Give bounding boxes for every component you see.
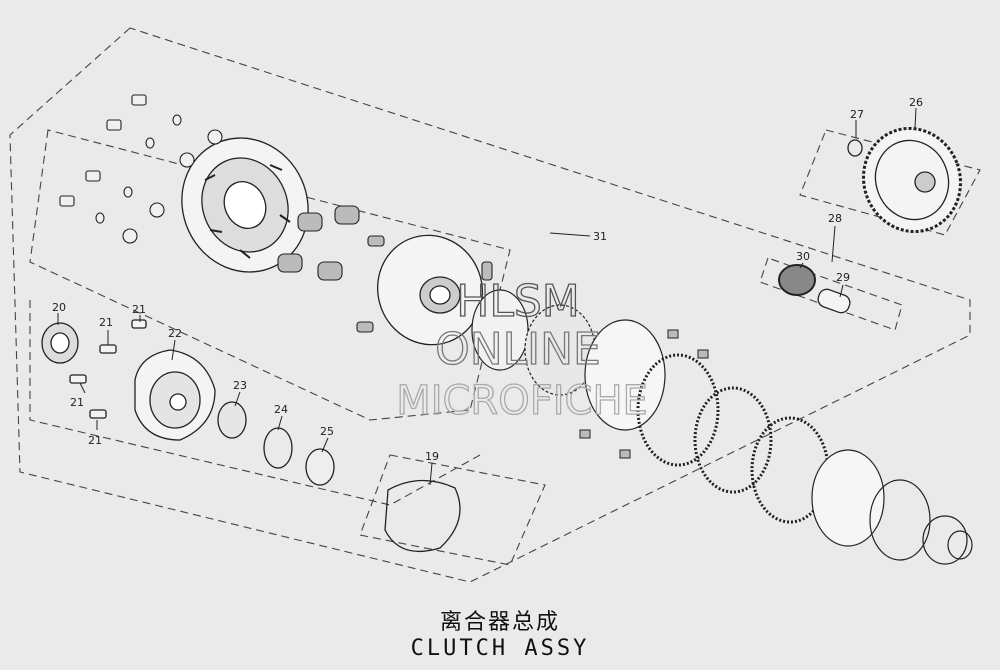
watermark-line-3: MICROFICHE — [396, 378, 648, 424]
title-chinese: 离合器总成 — [439, 610, 560, 635]
callout-22: 22 — [168, 327, 182, 340]
callout-27: 27 — [850, 108, 864, 121]
callout-21c: 21 — [70, 396, 84, 409]
callout-19: 19 — [425, 450, 439, 463]
outline-clutch-housing — [29, 129, 511, 421]
bolts-and-washers — [59, 94, 223, 244]
cover-plate — [41, 319, 216, 441]
outline-bushing-group — [759, 257, 903, 331]
outline-cover-group — [29, 300, 481, 506]
callout-30: 30 — [796, 250, 810, 263]
callout-labels: 19 20 21 21 21 21 22 23 24 25 26 27 28 2… — [52, 96, 923, 463]
watermark-line-2: ONLINE — [435, 324, 601, 375]
watermark-line-1: HLSM — [456, 276, 580, 327]
outline-gasket-group — [359, 454, 546, 566]
callout-25: 25 — [320, 425, 334, 438]
callout-29: 29 — [836, 271, 850, 284]
gear-group — [778, 126, 962, 314]
watermark: HLSM ONLINE MICROFICHE — [396, 275, 649, 424]
callout-24: 24 — [274, 403, 288, 416]
title-english: CLUTCH ASSY — [410, 636, 590, 661]
callout-31: 31 — [593, 230, 607, 243]
callout-23: 23 — [233, 379, 247, 392]
washers-and-gasket — [217, 401, 461, 552]
plate-stack — [471, 289, 973, 565]
clutch-hub — [376, 234, 484, 346]
small-springs — [579, 329, 709, 459]
clutch-housing — [181, 137, 309, 273]
callout-20: 20 — [52, 301, 66, 314]
callout-21b: 21 — [132, 303, 146, 316]
callout-21d: 21 — [88, 434, 102, 447]
callout-21a: 21 — [99, 316, 113, 329]
outline-main-assembly — [9, 27, 971, 583]
callout-28: 28 — [828, 212, 842, 225]
leader-lines — [57, 107, 917, 486]
callout-26: 26 — [909, 96, 923, 109]
exploded-view-drawing: 19 20 21 21 21 21 22 23 24 25 26 27 28 2… — [9, 27, 981, 583]
